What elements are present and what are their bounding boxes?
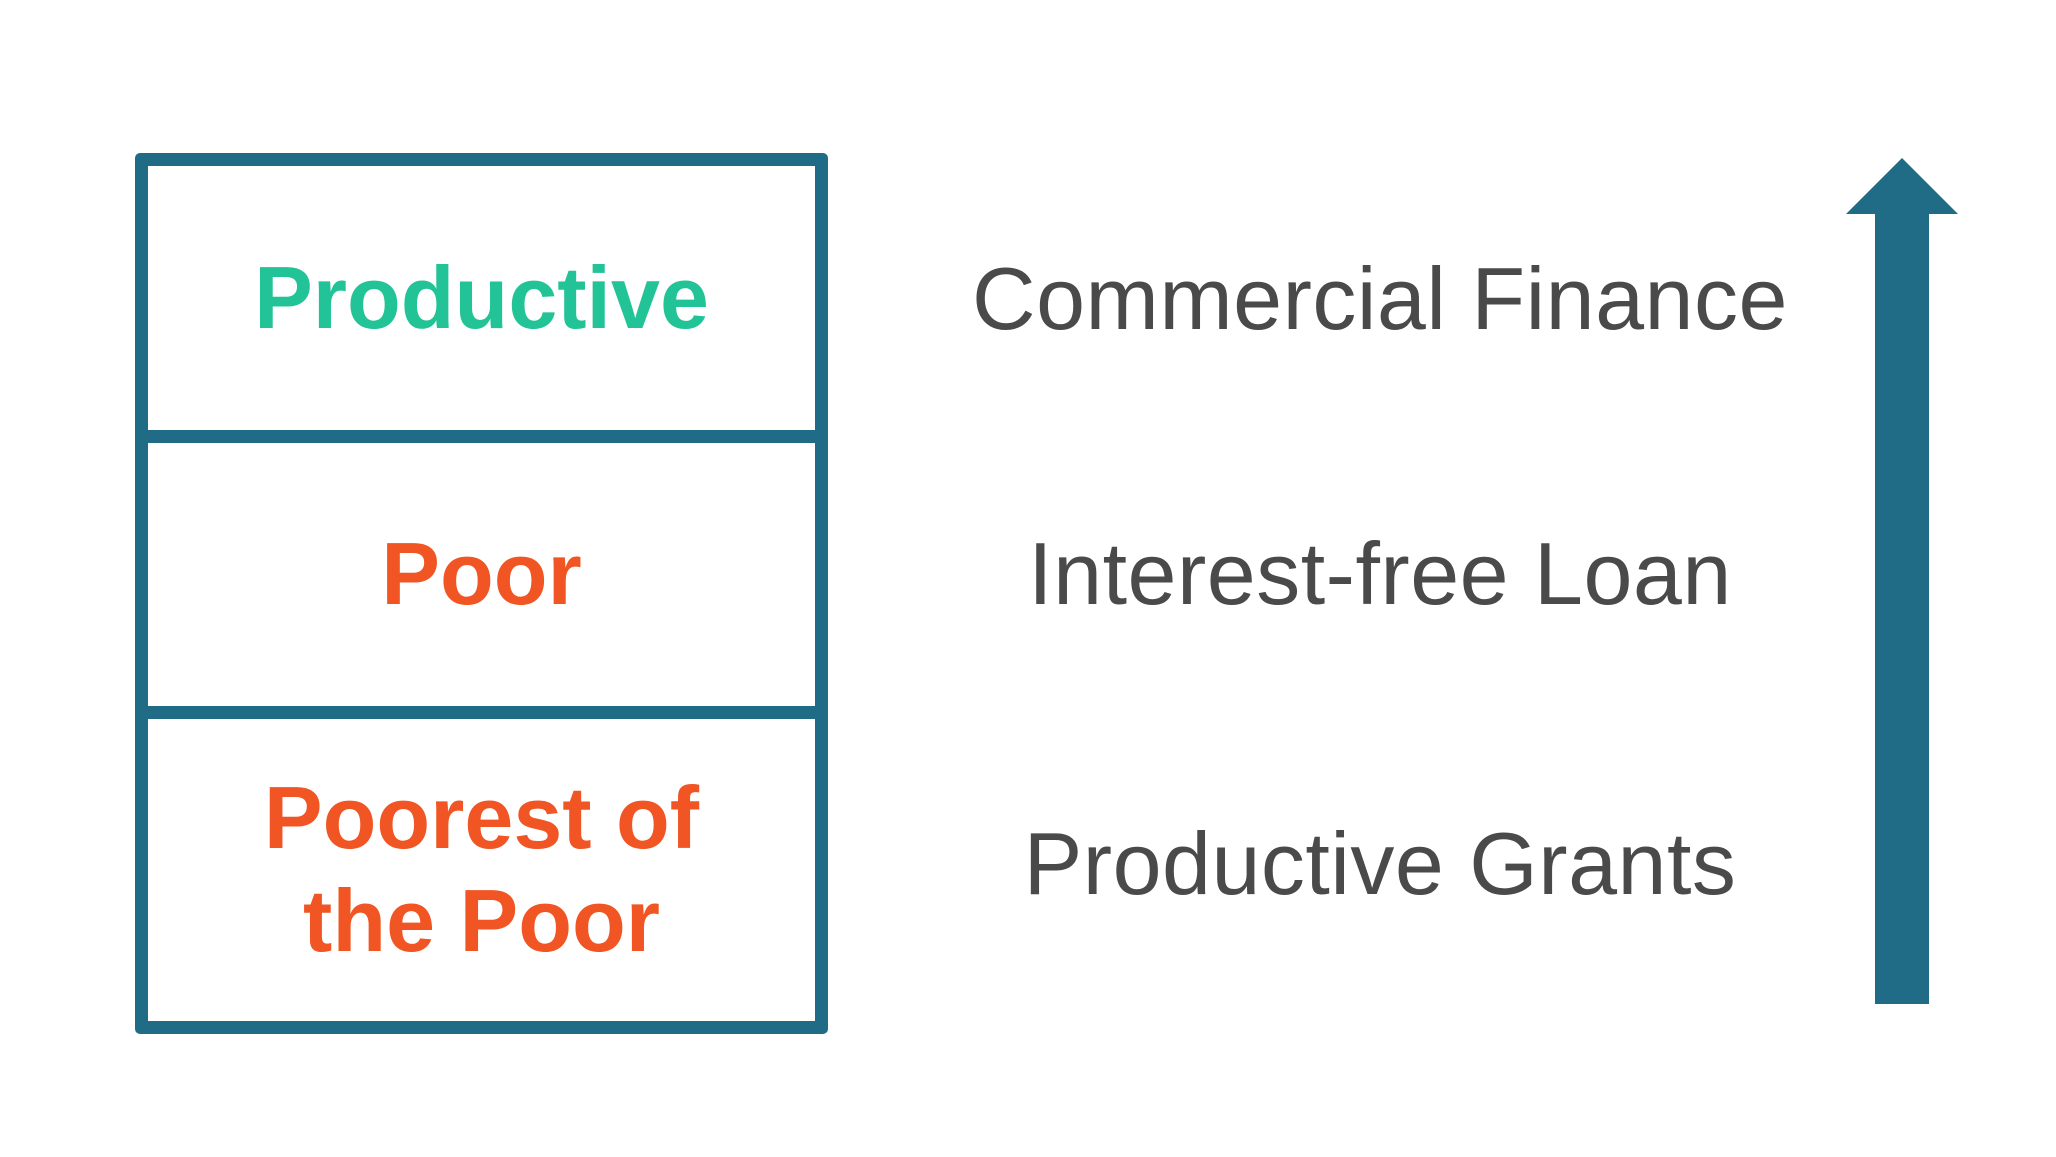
finance-commercial-label: Commercial Finance <box>972 249 1788 348</box>
tier-poor: Poor <box>148 443 815 706</box>
tier-stack: Productive Poor Poorest of the Poor <box>135 153 828 1034</box>
finance-grants-label: Productive Grants <box>1023 814 1737 913</box>
tier-poor-label: Poor <box>381 524 582 624</box>
finance-loan-label: Interest-free Loan <box>1028 524 1732 623</box>
tier-productive-label: Productive <box>254 247 709 347</box>
tier-poorest: Poorest of the Poor <box>148 719 815 1021</box>
tier-divider <box>148 430 815 443</box>
tier-productive: Productive <box>148 166 815 430</box>
arrow-up-icon <box>1846 158 1958 1004</box>
arrow-up-shape <box>1846 158 1958 1004</box>
tier-divider <box>148 706 815 719</box>
tier-poorest-label: Poorest of the Poor <box>263 768 700 970</box>
